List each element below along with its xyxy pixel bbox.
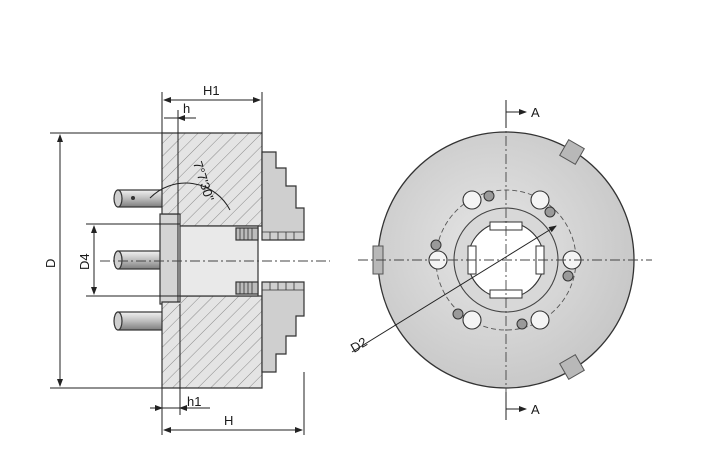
bolt-hole bbox=[462, 190, 482, 210]
label-D2: D2 bbox=[348, 334, 370, 355]
label-H1: H1 bbox=[203, 83, 220, 98]
section-label-bottom: A bbox=[531, 402, 540, 417]
bolt-hole bbox=[530, 190, 550, 210]
screw-hole bbox=[544, 206, 556, 218]
taper-angle-arc bbox=[149, 182, 231, 211]
screw-hole bbox=[516, 318, 528, 330]
bolt-hole bbox=[462, 310, 482, 330]
jaw-top bbox=[261, 151, 305, 241]
section-view: 7°7'30" H1 h D D4 h1 H bbox=[43, 83, 330, 435]
label-h: h bbox=[183, 101, 190, 116]
mounting-pin-middle bbox=[113, 250, 163, 270]
jaw-slot-top bbox=[559, 139, 585, 165]
screw-hole bbox=[562, 270, 574, 282]
lower-body-section bbox=[161, 295, 263, 389]
jaw-bottom bbox=[261, 281, 305, 373]
mounting-pin-bottom bbox=[113, 311, 165, 331]
jaw-slot-bottom bbox=[559, 354, 585, 380]
screw-hole bbox=[430, 239, 442, 251]
screw-hole bbox=[483, 190, 495, 202]
back-plate bbox=[159, 213, 179, 305]
section-label-top: A bbox=[531, 105, 540, 120]
label-D: D bbox=[43, 259, 58, 268]
label-h1: h1 bbox=[187, 394, 201, 409]
bolt-hole bbox=[530, 310, 550, 330]
dim-D2 bbox=[351, 225, 557, 353]
label-D4: D4 bbox=[77, 253, 92, 270]
screw-hole bbox=[452, 308, 464, 320]
label-H: H bbox=[224, 413, 233, 428]
front-view: D2 A A bbox=[348, 100, 652, 420]
